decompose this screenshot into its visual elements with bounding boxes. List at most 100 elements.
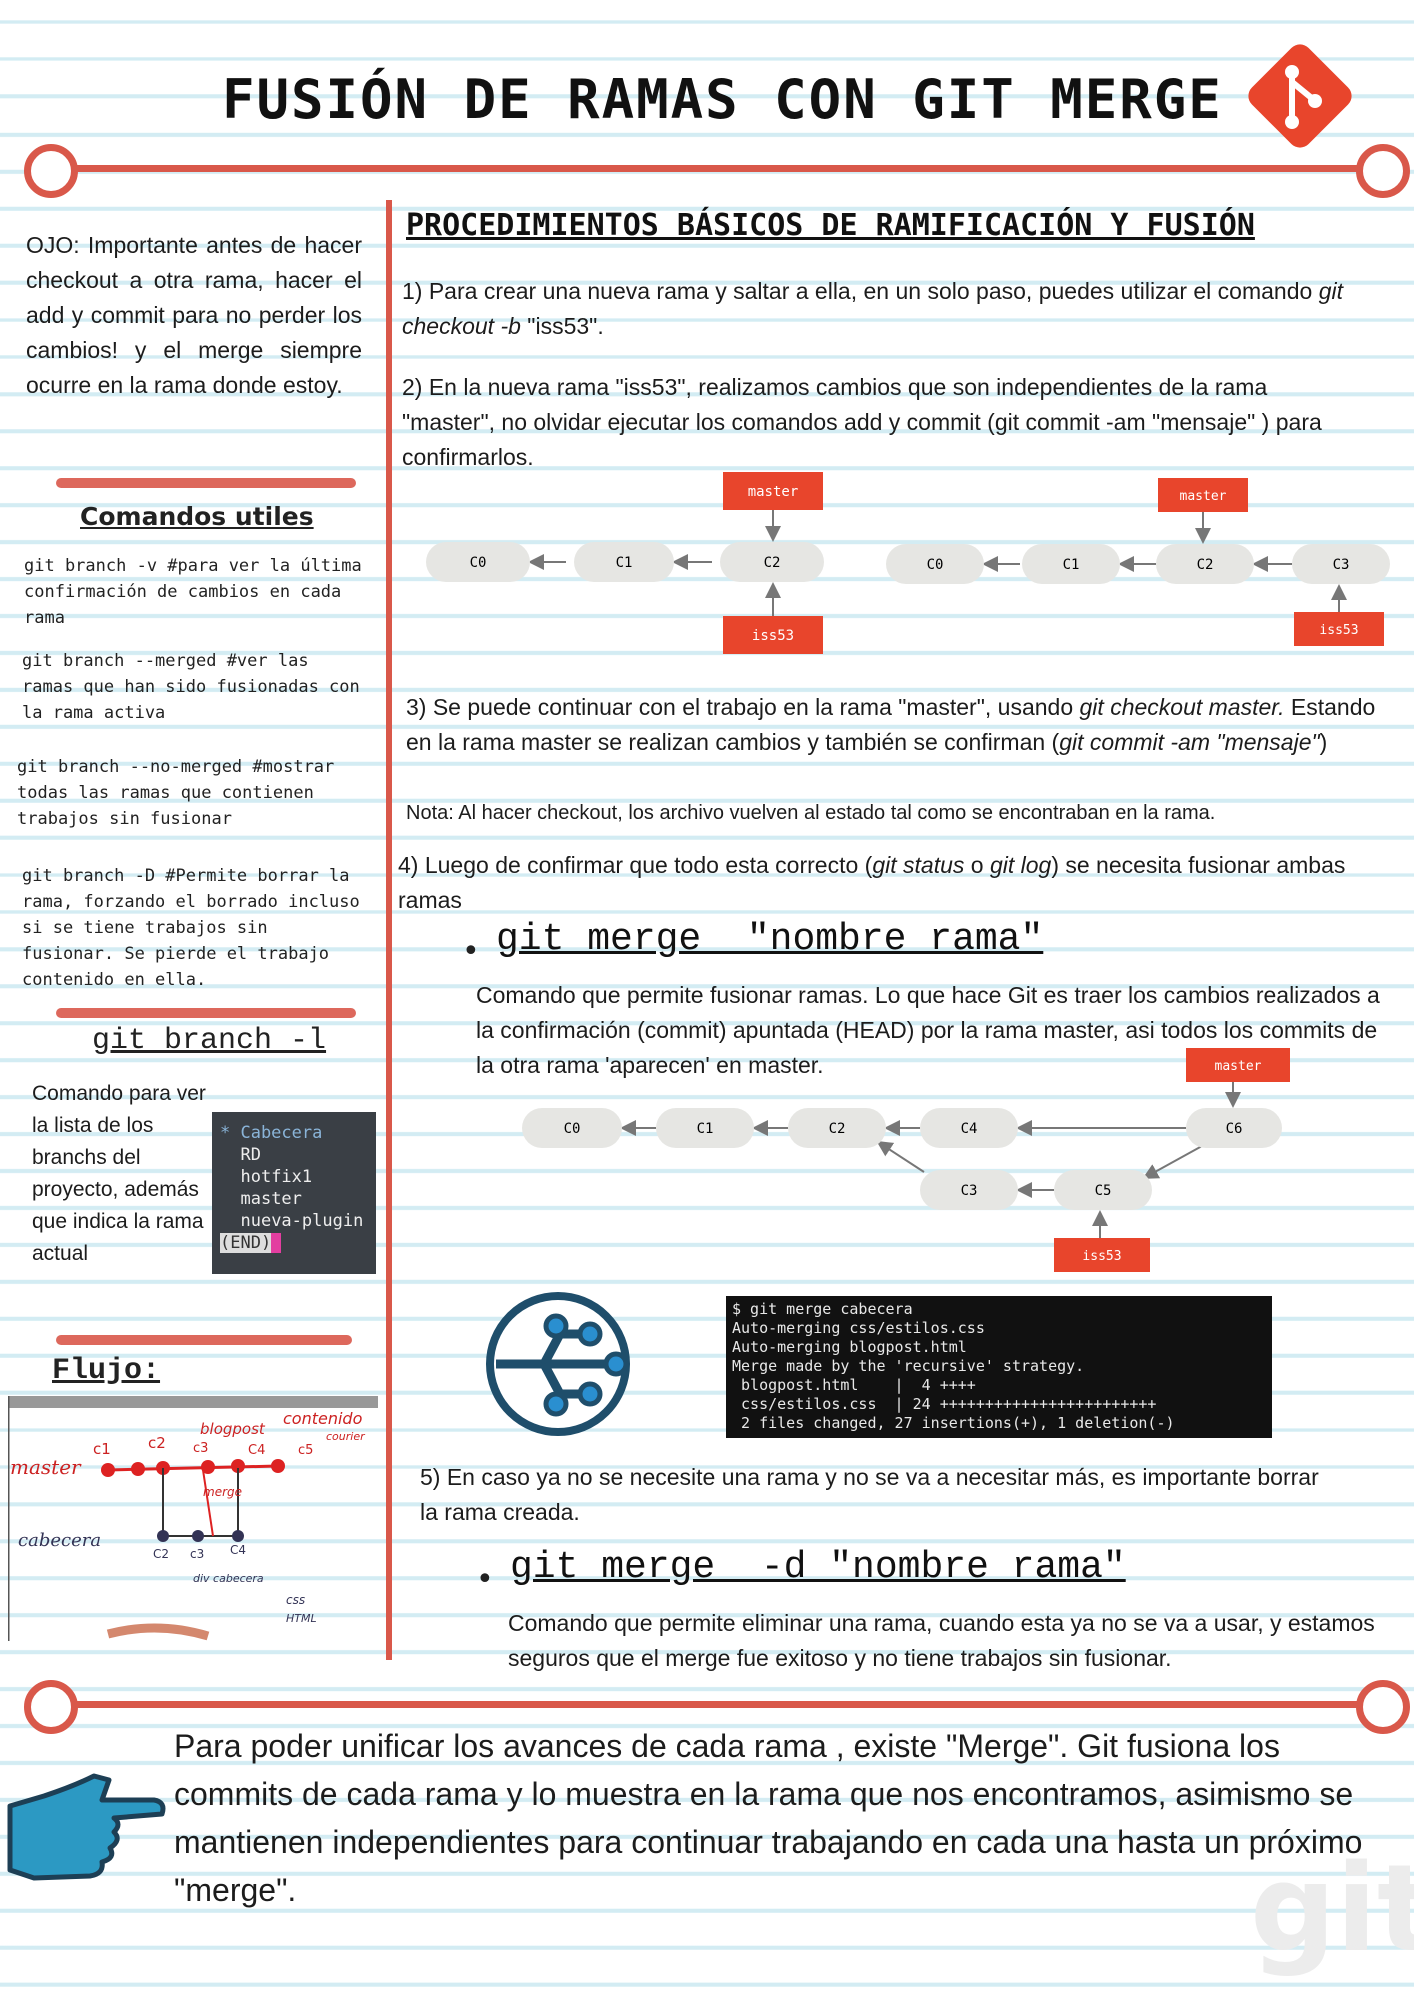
top-divider — [50, 165, 1380, 172]
branch-name: RD — [240, 1145, 261, 1165]
step-text: "iss53". — [520, 313, 604, 339]
step-5: 5) En caso ya no se necesite una rama y … — [420, 1464, 1319, 1525]
pointing-hand-icon — [7, 1773, 166, 1881]
commit-node: C2 — [829, 1121, 846, 1137]
flow-label: C2 — [153, 1547, 169, 1561]
branch-terminal: * Cabecera RD hotfix1 master nueva-plugi… — [212, 1112, 376, 1274]
step-text: 4) Luego de confirmar que todo esta corr… — [398, 852, 873, 878]
bullet: • — [476, 1562, 494, 1597]
commit-node: C6 — [1226, 1121, 1243, 1137]
terminal-line: $ git merge cabecera — [732, 1300, 913, 1318]
page-title: Fusión de ramas con git merge — [222, 68, 1223, 131]
merge-icon — [486, 1292, 630, 1436]
brush-stroke — [56, 1008, 356, 1018]
step-text: 1) Para crear una nueva rama y saltar a … — [402, 278, 1319, 304]
branch-pointer-iss53: iss53 — [1319, 623, 1358, 638]
column-divider — [386, 200, 392, 1660]
flow-label: c3 — [190, 1547, 204, 1561]
step-text: o — [964, 852, 990, 878]
bottom-divider — [50, 1701, 1380, 1708]
branch-name: hotfix1 — [240, 1167, 313, 1187]
flow-label: css — [286, 1593, 305, 1607]
flow-title: Flujo: — [52, 1354, 161, 1388]
step-command: git log — [989, 852, 1052, 878]
git-watermark: git — [1250, 1840, 1414, 1979]
commit-node: C3 — [961, 1183, 978, 1199]
branch-pointer-master: master — [748, 484, 799, 500]
commit-node: C3 — [1333, 557, 1350, 573]
step-command: git status — [872, 852, 965, 878]
branch-list-title: git branch -l — [92, 1024, 327, 1058]
divider-ring — [1356, 144, 1410, 198]
git-logo-icon — [1240, 36, 1360, 156]
merge-command: git merge "nombre rama" — [496, 918, 1044, 961]
current-branch: * Cabecera — [220, 1123, 323, 1143]
brush-stroke — [56, 1335, 352, 1345]
step-3-note: Nota: Al hacer checkout, los archivo vue… — [406, 802, 1216, 824]
step-text: 3) Se puede continuar con el trabajo en … — [406, 694, 1080, 720]
terminal-line: blogpost.html | 4 ++++ — [732, 1376, 976, 1394]
section-title: Procedimientos básicos de ramificación y… — [406, 208, 1255, 243]
merge-diagram: C0 C1 C2 C4 C6 C3 C5 master iss53 — [522, 1048, 1290, 1272]
delete-command: git merge -d "nombre rama" — [510, 1546, 1126, 1589]
flow-label: cabecera — [18, 1530, 101, 1551]
branch-pointer-master: master — [1215, 1059, 1262, 1074]
branch-list-desc: Comando para ver la lista de los branchs… — [32, 1082, 206, 1265]
flow-label: merge — [203, 1485, 242, 1499]
commit-node: C1 — [697, 1121, 714, 1137]
flow-label: c1 — [93, 1440, 111, 1458]
terminal-line: Merge made by the 'recursive' strategy. — [732, 1357, 1085, 1375]
flow-label: C4 — [248, 1443, 265, 1458]
delete-description: Comando que permite eliminar una rama, c… — [508, 1610, 1375, 1671]
commit-node: C0 — [470, 555, 487, 571]
command-item: git branch --no-merged #mostrar todas la… — [17, 757, 335, 829]
flow-label: c3 — [193, 1441, 208, 1456]
step-command: git commit -am "mensaje" — [1059, 729, 1320, 755]
flow-label: C4 — [230, 1543, 246, 1557]
step-1: 1) Para crear una nueva rama y saltar a … — [402, 274, 1392, 344]
flow-label: courier — [326, 1430, 366, 1443]
divider-ring — [24, 144, 78, 198]
command-item: git branch -D #Permite borrar la rama, f… — [22, 866, 360, 990]
brush-stroke — [56, 478, 356, 488]
warning-note: OJO: Importante antes de hacer checkout … — [26, 232, 362, 398]
step-command: git checkout -b — [402, 278, 1343, 339]
commit-node: C2 — [764, 555, 781, 571]
branch-pointer-iss53: iss53 — [752, 628, 794, 644]
step-text: ) se necesita fusionar ambas ramas — [398, 852, 1346, 913]
command-item: git branch -v #para ver la última confir… — [24, 556, 362, 628]
command-item: git branch --merged #ver las ramas que h… — [22, 651, 360, 723]
footer-summary: Para poder unificar los avances de cada … — [174, 1728, 1363, 1908]
terminal-line: Auto-merging blogpost.html — [732, 1338, 967, 1356]
terminal-end: (END) — [220, 1233, 272, 1253]
flow-label: c2 — [148, 1434, 166, 1452]
merge-description: Comando que permite fusionar ramas. Lo q… — [476, 982, 1380, 1078]
flow-label: blogpost — [200, 1420, 266, 1438]
commit-node: C1 — [1063, 557, 1080, 573]
terminal-line: css/estilos.css | 24 +++++++++++++++++++… — [732, 1395, 1157, 1413]
step-2: 2) En la nueva rama "iss53", realizamos … — [402, 374, 1322, 470]
step-text: ) — [1319, 729, 1328, 755]
branch-pointer-master: master — [1180, 489, 1227, 504]
branch-name: master — [240, 1189, 302, 1209]
commit-node: C5 — [1095, 1183, 1112, 1199]
step-command: git checkout master. — [1079, 694, 1285, 720]
flow-sketch: master cabecera c1 c2 c3 C4 c5 blogpost … — [8, 1396, 378, 1641]
branch-pointer-iss53: iss53 — [1082, 1249, 1121, 1264]
step-text: Estando en la rama master se realizan ca… — [406, 694, 1376, 755]
commit-diagram-2: C0 C1 C2 C3 master iss53 — [886, 478, 1390, 646]
commit-node: C2 — [1197, 557, 1214, 573]
branch-name: nueva-plugin — [240, 1211, 364, 1231]
commit-node: C0 — [564, 1121, 581, 1137]
commit-node: C0 — [927, 557, 944, 573]
divider-ring — [24, 1680, 78, 1734]
commit-node: C4 — [961, 1121, 978, 1137]
commit-diagram-1: C0 C1 C2 master iss53 — [426, 472, 824, 654]
divider-ring — [1356, 1680, 1410, 1734]
terminal-line: 2 files changed, 27 insertions(+), 1 del… — [732, 1414, 1175, 1432]
terminal-line: Auto-merging css/estilos.css — [732, 1319, 985, 1337]
flow-label: c5 — [298, 1443, 313, 1458]
commit-node: C1 — [616, 555, 633, 571]
